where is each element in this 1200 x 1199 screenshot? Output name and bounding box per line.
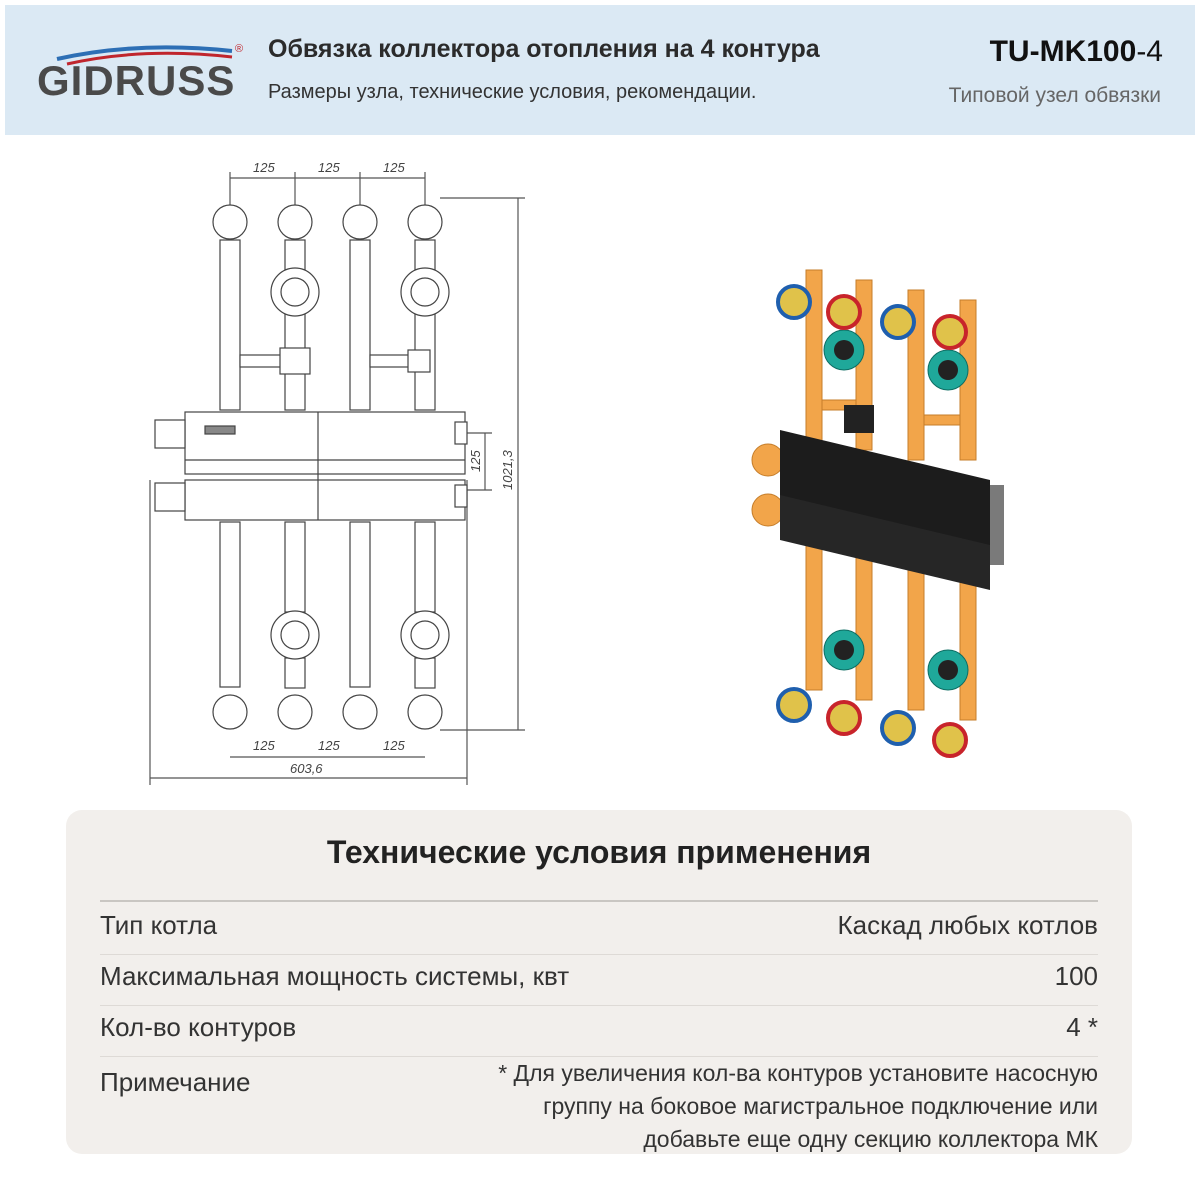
dim-top-2: 125 [318, 160, 340, 175]
dim-width: 603,6 [290, 761, 323, 776]
dim-bottom-3: 125 [383, 738, 405, 753]
technical-drawing: 125 125 125 125 125 125 603,6 1021,3 125 [149, 160, 525, 785]
spec-title: Технические условия применения [326, 834, 872, 870]
spec-row-power: Максимальная мощность системы, квт 100 [100, 955, 1098, 1006]
note-line-3: добавьте еще одну секцию коллектора МК [643, 1126, 1098, 1152]
dim-gap: 125 [468, 450, 483, 472]
spec-row-note: Примечание * Для увеличения кол-ва конту… [100, 1057, 1098, 1167]
page-subtitle: Размеры узла, технические условия, реком… [268, 81, 757, 103]
model-suffix: -4 [1136, 35, 1163, 68]
model-main: TU-MK100 [989, 35, 1137, 68]
note-line-2: группу на боковое магистральное подключе… [543, 1093, 1098, 1119]
spec-value: Каскад любых котлов [837, 910, 1098, 940]
spec-panel: Технические условия применения Тип котла… [66, 810, 1132, 1154]
model-code: TU-MK100-4 [990, 35, 1163, 69]
spec-key: Тип котла [100, 910, 218, 940]
registered-mark: ® [235, 43, 244, 55]
spec-key: Максимальная мощность системы, квт [100, 961, 570, 991]
spec-key: Примечание [100, 1067, 251, 1097]
spec-row-circuits: Кол-во контуров 4 * [100, 1006, 1098, 1057]
dim-top-3: 125 [383, 160, 405, 175]
brand-logo: GIDRUSS ® [37, 37, 247, 107]
spec-value: 4 * [1066, 1012, 1098, 1042]
spec-value: 100 [1054, 961, 1098, 991]
spec-key: Кол-во контуров [100, 1012, 297, 1042]
page-title: Обвязка коллектора отопления на 4 контур… [268, 35, 820, 63]
spec-row-boiler: Тип котла Каскад любых котлов [100, 904, 1098, 955]
assembly-render [751, 269, 1004, 758]
note-line-1: * Для увеличения кол-ва контуров установ… [498, 1060, 1098, 1086]
model-caption: Типовой узел обвязки [948, 84, 1161, 107]
logo-swoosh-icon [56, 45, 233, 66]
dim-bottom-1: 125 [253, 738, 275, 753]
dim-top-1: 125 [253, 160, 275, 175]
brand-name: GIDRUSS [37, 57, 236, 104]
spec-divider [100, 900, 1098, 902]
header-banner: GIDRUSS ® Обвязка коллектора отопления н… [5, 5, 1195, 135]
dim-bottom-2: 125 [318, 738, 340, 753]
spec-value: * Для увеличения кол-ва контуров установ… [498, 1057, 1098, 1156]
dim-height: 1021,3 [500, 449, 515, 490]
